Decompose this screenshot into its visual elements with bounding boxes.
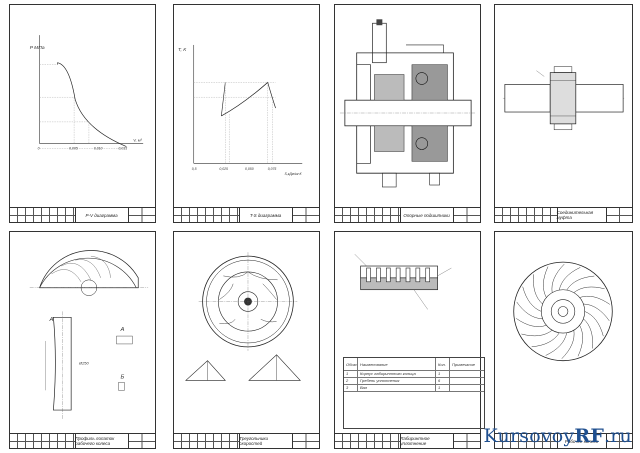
impeller-blade xyxy=(522,286,542,312)
sheet-title: Треугольники скоростей xyxy=(239,434,293,448)
title-block: Соединительная муфта xyxy=(495,207,632,222)
pv-tick-1: 0,005 xyxy=(69,147,78,151)
ts-diagram-drawing: T, К S,кДж/кг·К 0,5 0,025 0,050 0,075 xyxy=(178,44,303,176)
title-block: P-V диаграмма xyxy=(10,207,155,222)
impeller-blade xyxy=(543,266,549,298)
pv-tick-0: 0 xyxy=(38,147,40,151)
sheet-title: Профиль лопаток рабочего колеса xyxy=(75,434,129,448)
labyrinth-seal-drawing xyxy=(354,254,452,310)
impeller-blade xyxy=(521,330,553,337)
blade-profile-drawing: А А Б Ø250 xyxy=(29,250,149,420)
blade-dim: Ø250 xyxy=(78,361,89,366)
impeller-blade xyxy=(584,311,604,337)
ts-tick-2: 0,050 xyxy=(245,167,254,171)
ts-x-label: S,кДж/кг·К xyxy=(284,172,302,176)
sheet-pv-diagram: P МПа V, м³ 0 0,005 0,010 0,015 P-V диаг… xyxy=(9,4,156,223)
table-header-cell: Примечание xyxy=(452,361,476,367)
impeller-blade xyxy=(533,274,543,305)
title-block: Опорные подшипники xyxy=(335,207,480,222)
sheet-coupling: Соединительная муфта xyxy=(494,4,633,223)
sheet-title: T-S диаграмма xyxy=(239,208,293,222)
impeller-blade xyxy=(583,303,610,322)
sheet-title: Соединительная муфта xyxy=(557,208,608,222)
impeller-blade xyxy=(516,318,547,327)
sheet-title: Лабиринтное уплотнение xyxy=(400,434,454,448)
sheet-title: P-V диаграмма xyxy=(75,208,129,222)
table-header-cell: Обозначение xyxy=(344,358,358,370)
blade-note-b: Б xyxy=(120,374,124,380)
impeller-blade xyxy=(561,330,575,359)
pv-y-label: P МПа xyxy=(30,45,45,51)
sheet-blade-profile: А А Б Ø250 Профиль лопаток рабочего коле… xyxy=(9,231,156,449)
sheet-title: Рабочее колесо xyxy=(557,434,608,448)
impeller-blade xyxy=(545,332,567,356)
ts-y-label: T, К xyxy=(178,47,187,53)
impeller-blade xyxy=(583,318,593,349)
impeller-blade xyxy=(559,267,581,291)
pv-x-label: V, м³ xyxy=(133,138,142,143)
impeller-blade xyxy=(579,295,610,305)
impeller-blade xyxy=(573,286,605,293)
ts-tick-0: 0,5 xyxy=(192,167,197,171)
impeller-blade xyxy=(551,263,565,293)
impeller-blade xyxy=(531,332,560,348)
title-block: Треугольники скоростей xyxy=(174,433,319,448)
watermark-logo: KursovoyRF.ru xyxy=(483,425,632,447)
sheet-title: Опорные подшипники xyxy=(400,208,454,222)
title-block: Профиль лопаток рабочего колеса xyxy=(10,433,155,448)
pv-tick-2: 0,010 xyxy=(94,147,103,151)
impeller-blades xyxy=(516,263,610,359)
sheet-impeller: Рабочее колесо xyxy=(494,231,633,449)
impeller-blade xyxy=(577,325,583,357)
table-row: 3 Вал 1 xyxy=(344,384,484,392)
sheet-labyrinth-seal: Обозначение Наименование Кол. Примечание… xyxy=(334,231,485,449)
sheet-ts-diagram: T, К S,кДж/кг·К 0,5 0,025 0,050 0,075 T-… xyxy=(173,4,320,223)
sheet-velocity-triangles: Треугольники скоростей xyxy=(173,231,320,449)
coupling-drawing xyxy=(502,66,626,131)
table-header-cell: Кол. xyxy=(436,358,450,370)
pv-tick-3: 0,015 xyxy=(119,147,128,151)
impeller-blade xyxy=(516,301,543,320)
title-block: Лабиринтное уплотнение xyxy=(335,433,480,448)
pv-diagram-drawing: P МПа V, м³ 0 0,005 0,010 0,015 xyxy=(30,35,144,151)
sheet-bearings: Опорные подшипники xyxy=(334,4,481,223)
parts-table: Обозначение Наименование Кол. Примечание… xyxy=(343,357,485,429)
bearings-drawing xyxy=(339,19,476,188)
title-block: Рабочее колесо xyxy=(495,433,632,448)
ts-tick-1: 0,025 xyxy=(219,167,228,171)
velocity-triangles-drawing xyxy=(185,252,301,381)
ts-tick-3: 0,075 xyxy=(268,167,277,171)
impeller-blade xyxy=(566,275,595,291)
blade-note-a-view: А xyxy=(119,327,124,333)
blade-note-a: А xyxy=(48,317,53,323)
table-header-cell: Наименование xyxy=(358,358,436,370)
table-row: 1 Корпус лабиринтного кольца 1 xyxy=(344,370,484,378)
table-row: 2 Гребень уплотнения 6 xyxy=(344,377,484,385)
title-block: T-S диаграмма xyxy=(174,207,319,222)
impeller-drawing xyxy=(513,261,613,362)
